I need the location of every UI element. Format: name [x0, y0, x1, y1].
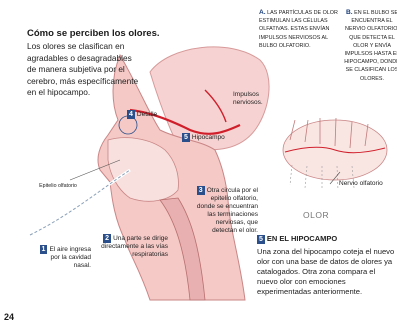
- step-3-text: Otra circula por el epitelio olfatorio, …: [197, 187, 258, 234]
- note-b-letter: B.: [346, 9, 353, 16]
- detalle-text: Detalle: [137, 111, 157, 118]
- label-impulsos: Impulsos nerviosos.: [233, 91, 283, 107]
- section-5-text: Una zona del hipocampo coteja el nuevo o…: [257, 247, 397, 297]
- step-1-text: El aire ingresa por la cavidad nasal.: [49, 246, 91, 269]
- step-1-num: 1: [40, 245, 48, 254]
- note-b: B. En el bulbo se encuentra el nervio ol…: [344, 9, 397, 83]
- intro-paragraph: Los olores se clasifican en agradables o…: [27, 41, 140, 99]
- note-a-text: Las partículas de olor estimulan las cél…: [259, 10, 338, 49]
- section-5-num: 5: [257, 235, 265, 244]
- label-nervio-olfatorio: Nervio olfatorio: [339, 180, 383, 188]
- note-a: A. Las partículas de olor estimulan las …: [259, 9, 339, 50]
- step-2-text: Una parte se dirige directamente a las v…: [101, 235, 168, 258]
- hipocampo-num: 5: [182, 133, 190, 142]
- step-3-num: 3: [197, 186, 205, 195]
- note-a-letter: A.: [259, 9, 266, 16]
- label-olor: OLOR: [303, 210, 329, 220]
- page-title: Cómo se perciben los olores.: [27, 28, 160, 39]
- hipocampo-text: Hipocampo: [192, 134, 225, 141]
- label-epitelio: Epitelio olfatorio: [34, 182, 82, 190]
- step-2-num: 2: [103, 234, 111, 243]
- section-5-title-text: En el hipocampo: [267, 234, 337, 243]
- detalle-num: 4: [127, 110, 135, 119]
- page-number: 24: [4, 312, 14, 322]
- note-b-text: En el bulbo se encuentra el nervio olfat…: [344, 10, 397, 82]
- section-5-title: 5En el hipocampo: [257, 234, 337, 244]
